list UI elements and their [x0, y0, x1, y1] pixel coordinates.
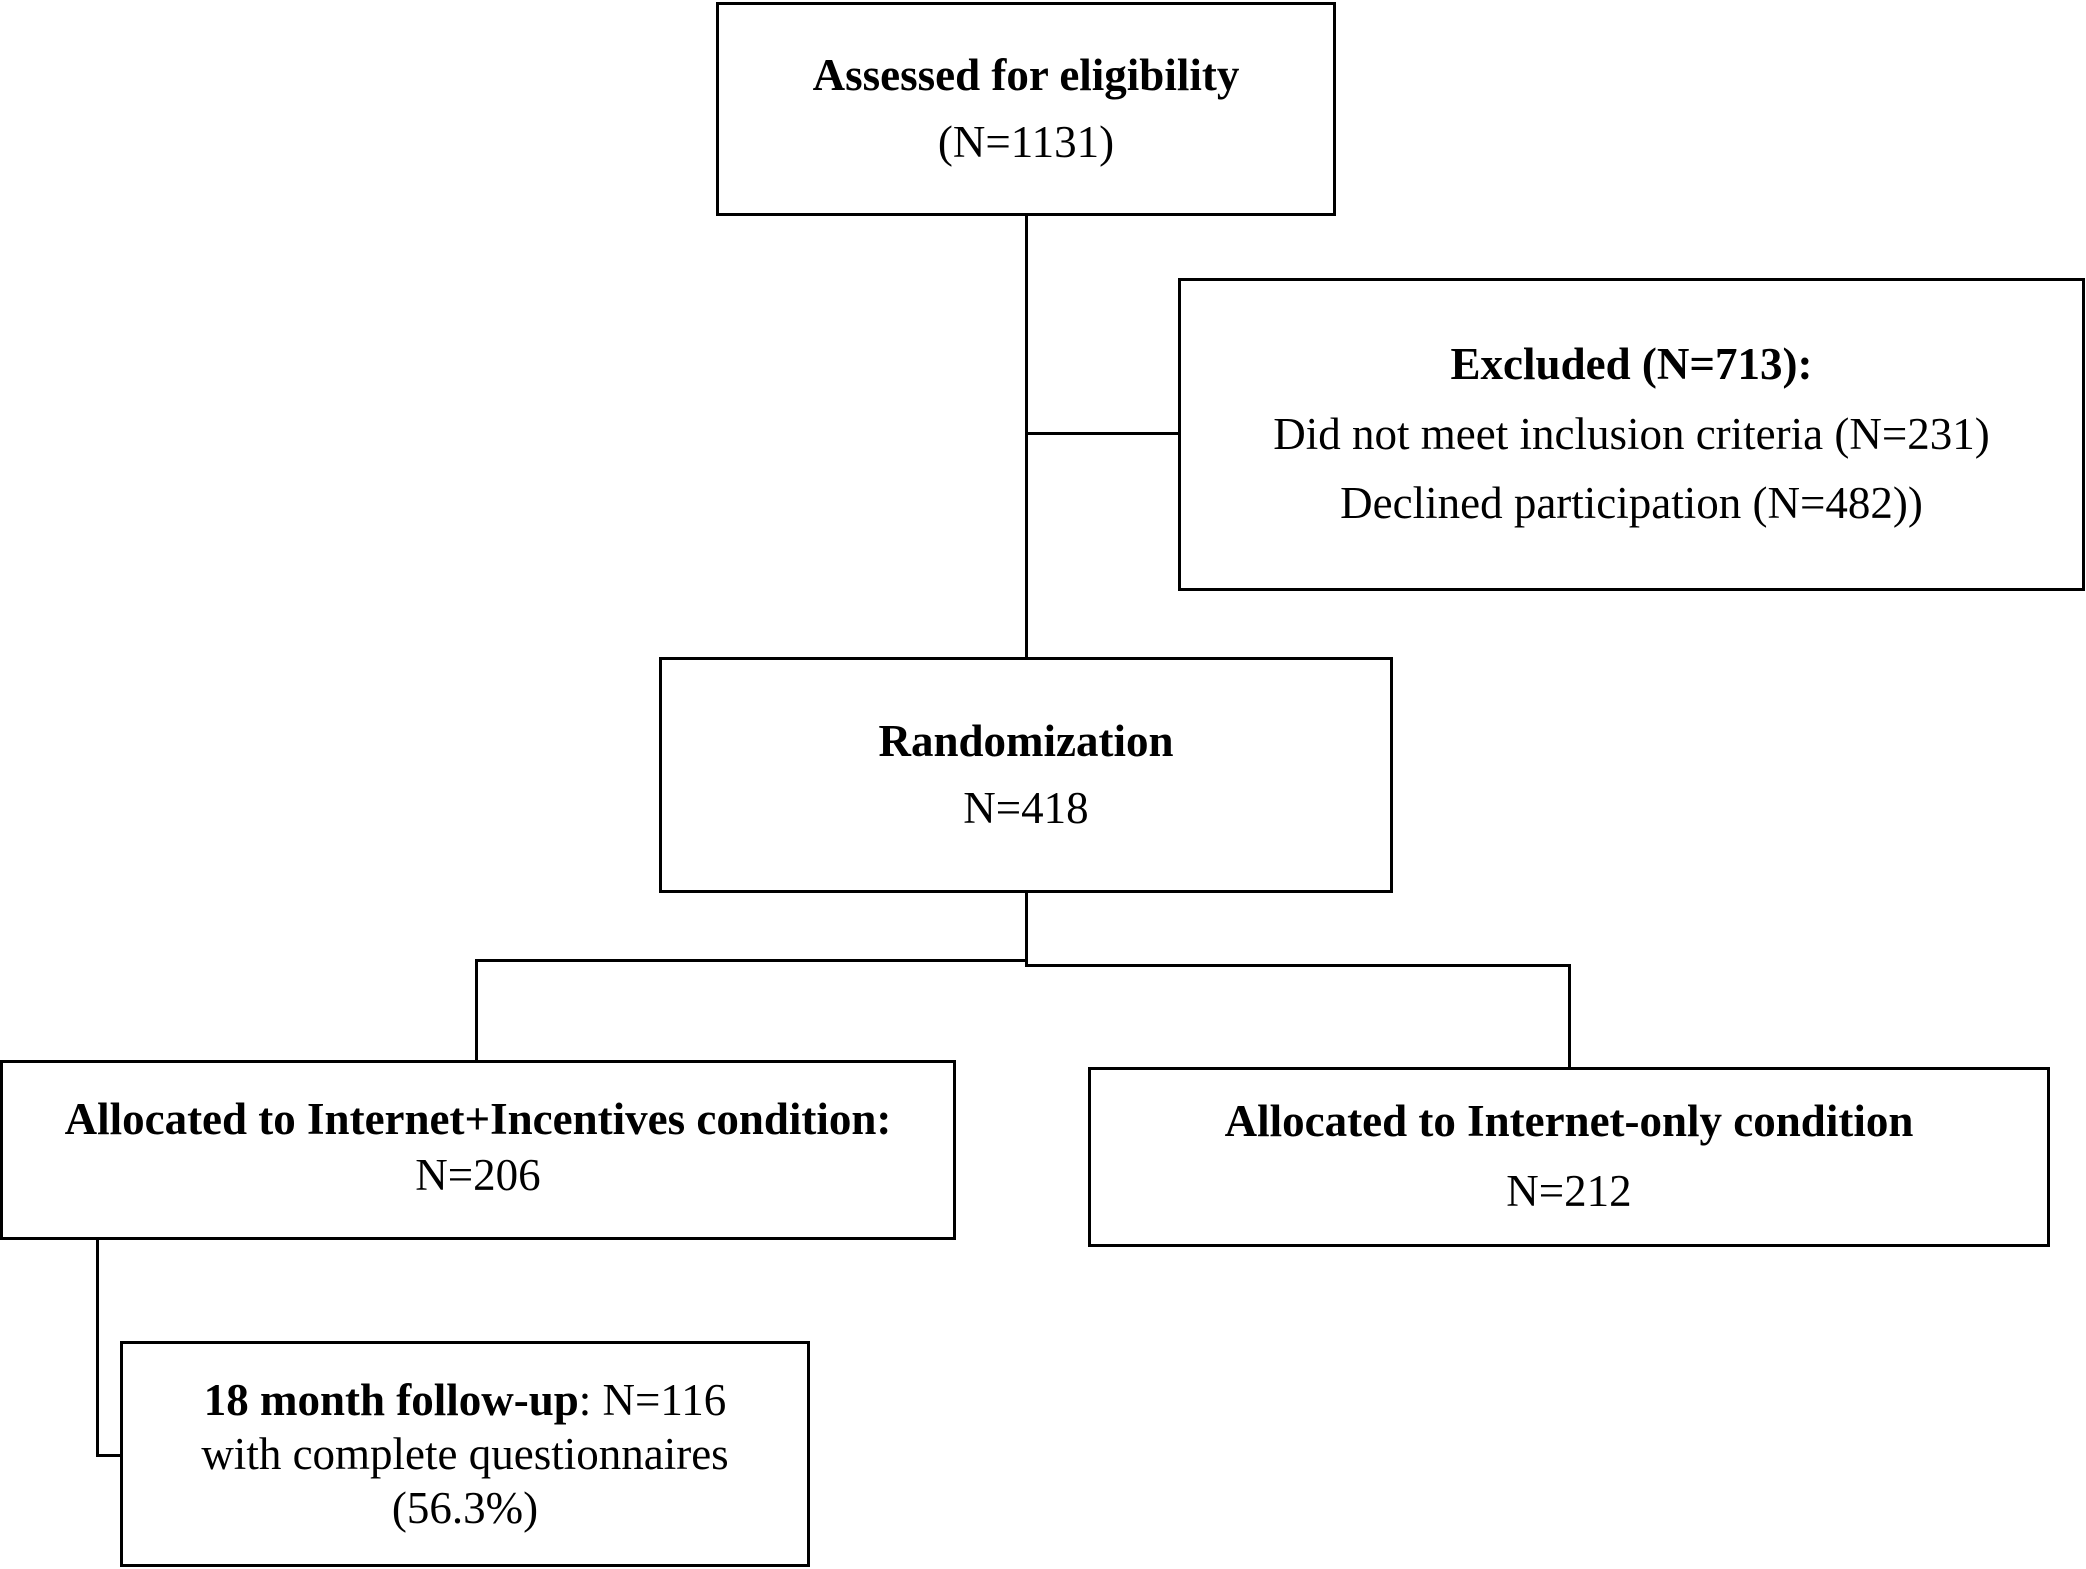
allocated-incentives-title: Allocated to Internet+Incentives conditi…: [64, 1093, 892, 1144]
followup-count: : N=116: [578, 1375, 727, 1425]
connector-assessed-to-randomization: [1025, 216, 1028, 657]
allocated-incentives-count: N=206: [415, 1150, 541, 1200]
excluded-box: Excluded (N=713): Did not meet inclusion…: [1178, 278, 2085, 591]
allocated-internet-only-count: N=212: [1506, 1166, 1632, 1216]
allocated-internet-only-title: Allocated to Internet-only condition: [1224, 1096, 1914, 1147]
followup-title: 18 month follow-up: [203, 1375, 579, 1425]
excluded-declined: Declined participation (N=482)): [1340, 478, 1923, 529]
connector-to-internet-only: [1568, 964, 1571, 1067]
assessed-box: Assessed for eligibility (N=1131): [716, 2, 1336, 216]
connector-split-right: [1025, 964, 1571, 967]
excluded-inclusion-criteria: Did not meet inclusion criteria (N=231): [1273, 408, 1990, 459]
connector-to-excluded: [1025, 432, 1178, 435]
followup-box: 18 month follow-up: N=116 with complete …: [120, 1341, 810, 1567]
allocated-incentives-box: Allocated to Internet+Incentives conditi…: [0, 1060, 956, 1240]
connector-split-left: [475, 959, 1028, 962]
randomization-title: Randomization: [878, 715, 1174, 766]
assessed-count: (N=1131): [937, 117, 1115, 167]
followup-line1: 18 month follow-up: N=116: [204, 1373, 727, 1427]
allocated-internet-only-box: Allocated to Internet-only condition N=2…: [1088, 1067, 2050, 1247]
excluded-title: Excluded (N=713):: [1450, 338, 1813, 389]
randomization-box: Randomization N=418: [659, 657, 1393, 893]
connector-incentives-to-followup: [96, 1240, 99, 1457]
connector-randomization-down: [1025, 893, 1028, 966]
connector-to-followup: [96, 1454, 120, 1457]
connector-to-incentives: [475, 959, 478, 1060]
followup-questionnaires: with complete questionnaires: [201, 1429, 729, 1479]
assessed-title: Assessed for eligibility: [812, 49, 1240, 100]
followup-percent: (56.3%): [391, 1483, 539, 1533]
randomization-count: N=418: [963, 783, 1089, 833]
